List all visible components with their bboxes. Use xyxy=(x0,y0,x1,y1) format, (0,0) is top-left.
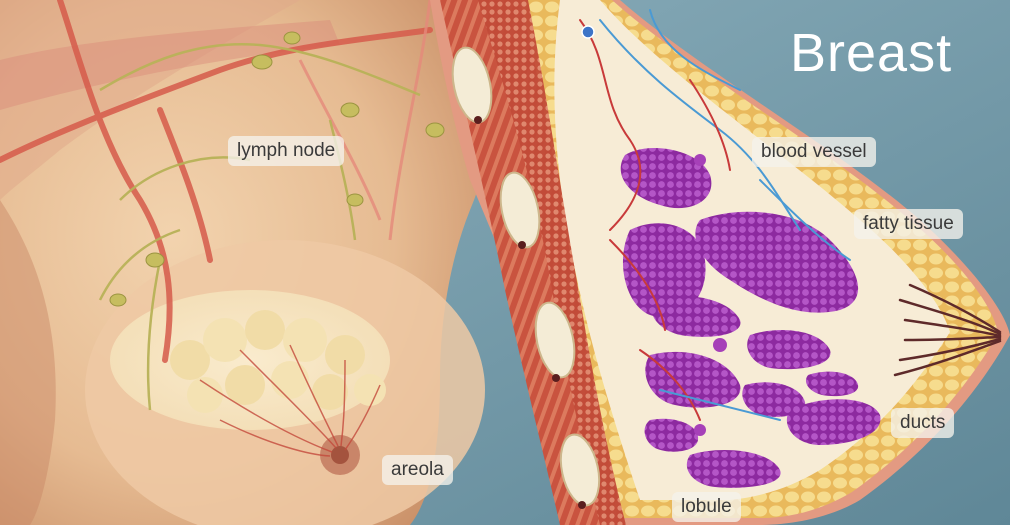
label-ducts: ducts xyxy=(891,408,954,438)
label-fatty-tissue: fatty tissue xyxy=(854,209,963,239)
label-lobule: lobule xyxy=(672,492,741,522)
label-blood-vessel: blood vessel xyxy=(752,137,876,167)
label-lymph-node: lymph node xyxy=(228,136,344,166)
diagram-title: Breast xyxy=(790,22,1000,84)
label-areola: areola xyxy=(382,455,453,485)
torso-external-view xyxy=(0,0,493,525)
